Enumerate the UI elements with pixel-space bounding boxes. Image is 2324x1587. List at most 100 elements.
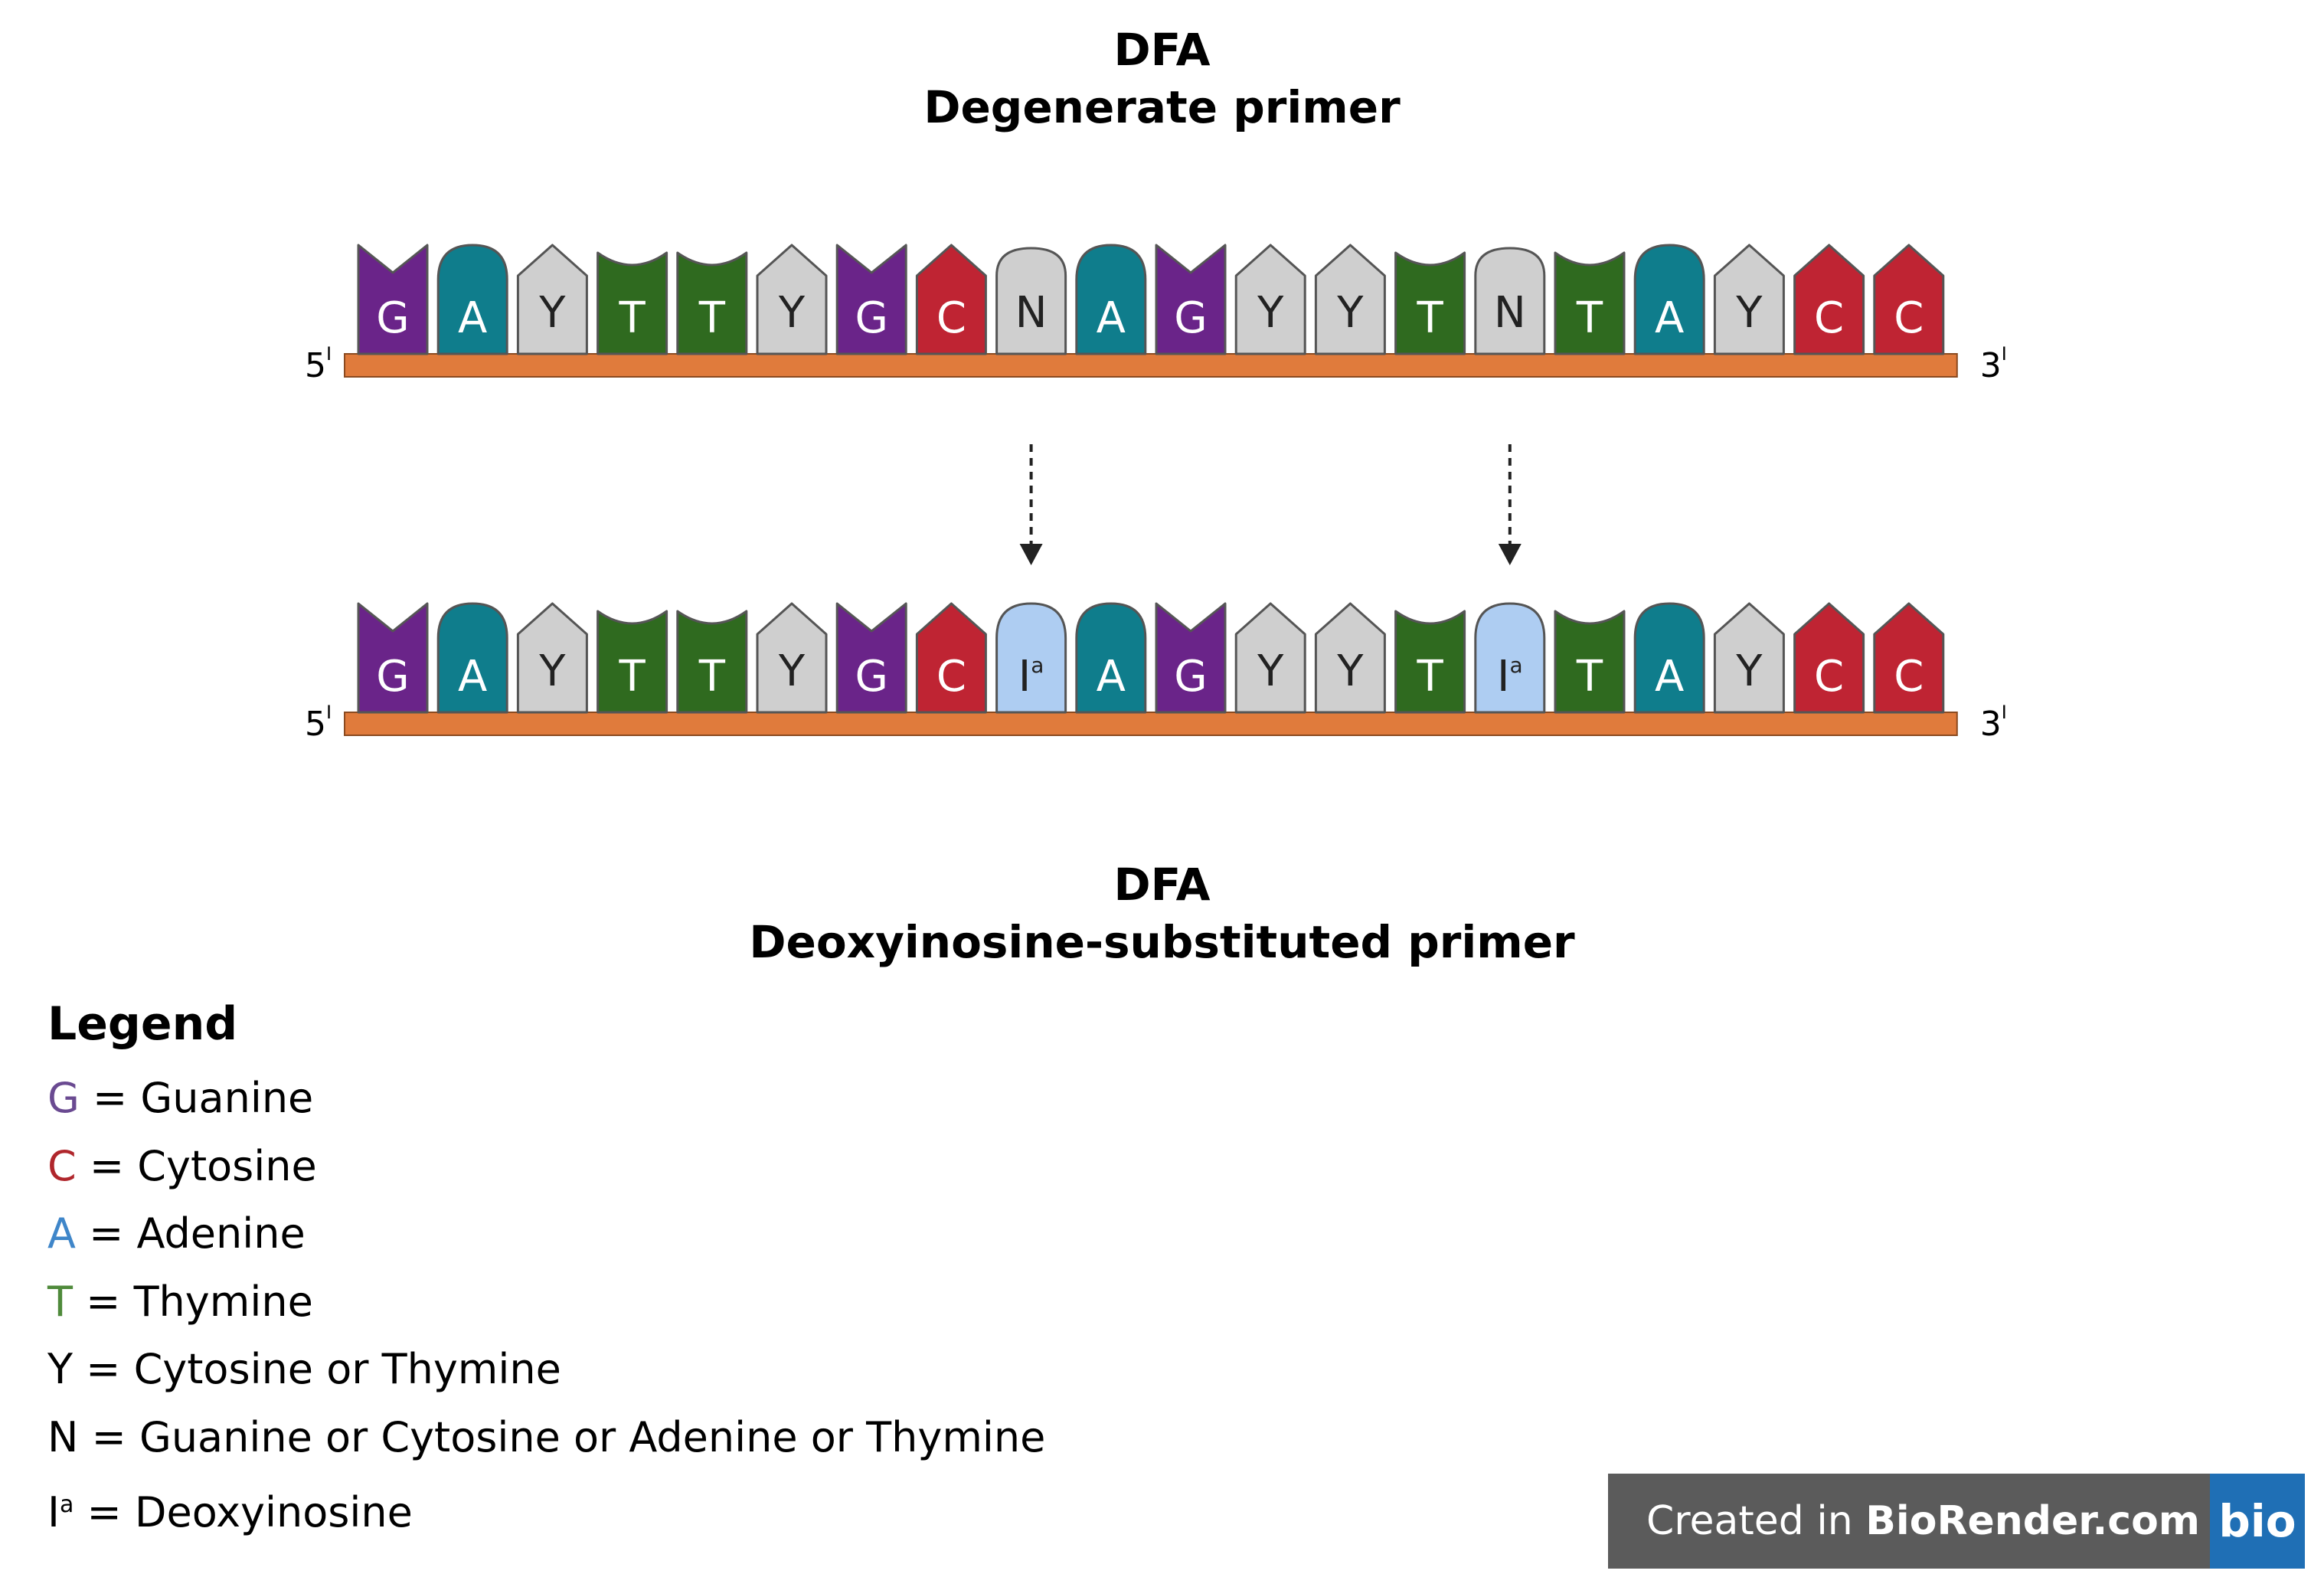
three-prime-label: 3I [1980, 702, 2007, 744]
base-letter: C [1894, 652, 1924, 702]
base-letter: Y [538, 646, 566, 696]
down-arrow-icon [1498, 444, 1522, 565]
base-letter: Y [778, 288, 806, 338]
base-superscript: a [1031, 653, 1044, 678]
base-letter: Y [1735, 646, 1763, 696]
base-A: A [436, 602, 508, 714]
base-shape [835, 602, 907, 714]
base-shape [1155, 602, 1227, 714]
base-shape [1075, 244, 1147, 355]
backbone [344, 712, 1958, 736]
legend-letter: T [47, 1277, 73, 1326]
title-bottom-line1: DFA [1113, 859, 1211, 911]
down-arrow-icon [1019, 444, 1043, 565]
legend-item: A = Adenine [47, 1200, 1045, 1268]
legend-letter: Y [47, 1345, 73, 1393]
base-letter: Y [1257, 646, 1284, 696]
base-shape [516, 602, 588, 714]
arrow-head [1019, 544, 1043, 565]
base-C: C [915, 602, 987, 714]
base-shape [1554, 610, 1626, 714]
base-shape [915, 602, 987, 714]
base-letter: G [376, 293, 409, 343]
legend-letter: C [47, 1141, 77, 1190]
base-letter: T [1416, 652, 1443, 702]
base-letter: A [458, 293, 487, 343]
base-T: T [1554, 610, 1626, 714]
base-letter: Y [1735, 288, 1763, 338]
base-shape [1474, 247, 1546, 355]
base-N: N [995, 247, 1067, 355]
prime-mark: I [2002, 343, 2007, 365]
base-shape [1793, 244, 1865, 355]
base-Y: Y [756, 602, 828, 714]
base-Y: Y [1713, 244, 1785, 355]
base-shape [516, 244, 588, 355]
base-letter: C [1894, 293, 1924, 343]
prime-mark: I [2002, 702, 2007, 723]
base-shape [436, 244, 508, 355]
base-C: C [1873, 244, 1945, 355]
legend-item: Y = Cytosine or Thymine [47, 1336, 1045, 1404]
base-I: Ia [995, 602, 1067, 714]
base-letter: G [1174, 652, 1207, 702]
base-shape [357, 602, 429, 714]
badge-brand: BioRender.com [1865, 1498, 2200, 1544]
base-G: G [835, 244, 907, 355]
biorender-badge[interactable]: Created in BioRender.com bio [1608, 1474, 2305, 1569]
legend-item: N = Guanine or Cytosine or Adenine or Th… [47, 1404, 1045, 1472]
base-letter: A [458, 652, 487, 702]
base-C: C [1873, 602, 1945, 714]
base-shape [1554, 251, 1626, 355]
base-letter: C [936, 652, 966, 702]
base-C: C [1793, 602, 1865, 714]
base-letter: C [936, 293, 966, 343]
five-prime-label: 5I [305, 702, 332, 744]
three-prime-label: 3I [1980, 343, 2007, 385]
base-shape [1394, 610, 1466, 714]
base-shape [1314, 244, 1386, 355]
legend-letter: G [47, 1074, 80, 1122]
base-Y: Y [756, 244, 828, 355]
base-A: A [1075, 602, 1147, 714]
base-letter: A [1655, 293, 1684, 343]
base-letter: T [618, 652, 646, 702]
base-letter: A [1097, 293, 1126, 343]
base-shape [1075, 602, 1147, 714]
prime-mark: I [326, 702, 332, 723]
legend-item: C = Cytosine [47, 1133, 1045, 1201]
base-A: A [1075, 244, 1147, 355]
base-letter: Y [778, 646, 806, 696]
base-Y: Y [1314, 244, 1386, 355]
base-letter: Y [1336, 646, 1364, 696]
base-shape [357, 244, 429, 355]
legend-item: G = Guanine [47, 1065, 1045, 1133]
backbone [344, 353, 1958, 378]
base-T: T [1394, 610, 1466, 714]
legend-superscript: a [59, 1491, 74, 1518]
legend-text: = Adenine [75, 1209, 306, 1258]
base-N: N [1474, 247, 1546, 355]
base-shape [1713, 244, 1785, 355]
badge-text: Created in BioRender.com [1608, 1498, 2210, 1544]
badge-prefix: Created in [1646, 1498, 1866, 1544]
base-I: Ia [1474, 602, 1546, 714]
base-G: G [357, 602, 429, 714]
base-Y: Y [516, 244, 588, 355]
base-C: C [915, 244, 987, 355]
base-shape [1633, 244, 1705, 355]
base-letter: N [1494, 288, 1526, 338]
base-G: G [1155, 602, 1227, 714]
base-T: T [597, 251, 668, 355]
base-shape [676, 251, 748, 355]
title-deoxyinosine: DFA Deoxyinosine-substituted primer [0, 856, 2324, 972]
base-shape [1713, 602, 1785, 714]
base-shape [1873, 602, 1945, 714]
base-shape [995, 247, 1067, 355]
base-shape [436, 602, 508, 714]
legend-text: = Thymine [73, 1277, 313, 1326]
legend-letter: I [47, 1488, 60, 1536]
title-top-line2: Degenerate primer [923, 81, 1401, 134]
